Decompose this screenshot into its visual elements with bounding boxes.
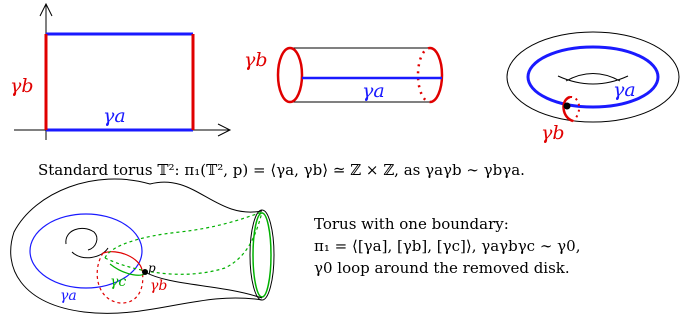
surface-outline	[10, 178, 263, 314]
cylinder-gamma-a-label: γa	[362, 80, 385, 102]
square-gamma-b-label: γb	[10, 75, 34, 97]
boundary-circle-outline	[249, 209, 275, 301]
punctured-gamma-b-label: γb	[150, 278, 167, 294]
punctured-torus-model: p γa γb γc	[10, 178, 275, 314]
handle-hole-lower	[71, 247, 109, 259]
torus-gamma-b-label: γb	[541, 122, 565, 144]
torus-hole-upper	[565, 73, 621, 82]
square-gamma-a-label: γa	[103, 105, 126, 127]
standard-torus-caption: Standard torus 𝕋²: π₁(𝕋², p) = ⟨γa, γb⟩ …	[38, 161, 525, 179]
punctured-gamma-c-back-upper	[104, 211, 263, 259]
punctured-gamma-c-back-lower	[104, 211, 263, 275]
gamma-zero-loop	[252, 212, 272, 298]
torus-outer-outline	[506, 31, 680, 123]
square-model: γb γa	[10, 2, 232, 140]
cylinder-gamma-b-label: γb	[244, 49, 268, 71]
torus-gamma-a-label: γa	[613, 79, 636, 101]
point-p-label: p	[148, 261, 156, 275]
torus-gamma-a-loop	[526, 45, 660, 109]
x-axis-arrow	[217, 123, 232, 137]
cylinder-right-ring-front	[429, 46, 444, 104]
boundary-caption-line-3: γ0 loop around the removed disk.	[314, 259, 570, 277]
torus-base-point	[563, 102, 571, 110]
handle-hole-upper	[65, 228, 98, 251]
torus-gamma-b-back	[569, 96, 581, 122]
cylinder-left-ring	[276, 46, 304, 104]
boundary-caption-line-2: π₁ = ⟨[γa], [γb], [γc]⟩, γaγbγc ∼ γ0,	[314, 237, 581, 255]
punctured-gamma-b-back	[96, 252, 144, 304]
boundary-caption-line-1: Torus with one boundary:	[314, 215, 509, 233]
torus-gamma-b-front	[562, 95, 574, 123]
punctured-gamma-a-loop	[29, 213, 143, 289]
torus-model: γa γb	[506, 31, 680, 144]
punctured-gamma-b-front	[102, 251, 143, 271]
punctured-base-point	[142, 269, 148, 275]
surface-lower-edge	[144, 271, 263, 299]
punctured-gamma-a-label: γa	[60, 288, 77, 304]
torus-hole-lower	[557, 75, 629, 85]
punctured-gamma-c-label: γc	[110, 274, 126, 290]
y-axis-arrow	[39, 2, 53, 17]
cylinder-model: γb γa	[244, 46, 444, 104]
cylinder-right-ring-back	[416, 46, 431, 104]
